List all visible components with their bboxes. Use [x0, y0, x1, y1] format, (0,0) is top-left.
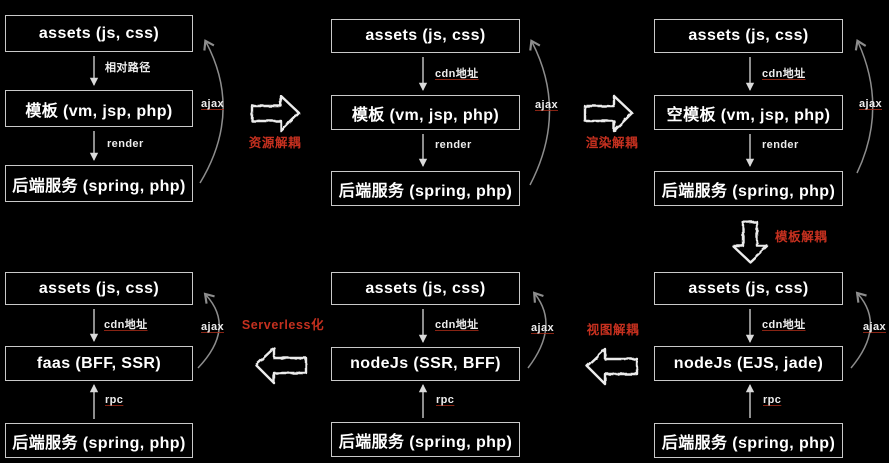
bottom-middle-link2-label: rpc: [436, 394, 455, 406]
ajax-curves: [197, 38, 874, 369]
top-middle-link2-label: render: [435, 139, 472, 151]
ajax-curve-bottom-right-icon: [850, 291, 872, 369]
bottom-right-link2-label: rpc: [763, 394, 782, 406]
bottom-left-link2-label: rpc: [105, 394, 124, 406]
bottom-left-assets-box: assets (js, css): [5, 272, 193, 305]
top-left-backend-box: 后端服务 (spring, php): [5, 165, 193, 202]
top-right-link1-label: cdn地址: [762, 68, 806, 80]
bottom-middle-link1-label: cdn地址: [435, 319, 479, 331]
ajax-curve-top-left-icon: [199, 39, 224, 184]
transition-arrows: [250, 94, 769, 386]
transition-label-serverless: Serverless化: [241, 318, 325, 332]
top-right-link2-label: render: [762, 139, 799, 151]
transition-arrow-down-icon: [731, 220, 769, 264]
bottom-right-node-box: nodeJs (EJS, jade): [654, 346, 843, 381]
bottom-right-assets-box: assets (js, css): [654, 272, 843, 305]
bottom-middle-node-box: nodeJs (SSR, BFF): [331, 347, 520, 381]
transition-arrow-right-1-icon: [250, 94, 301, 133]
bottom-middle-assets-box: assets (js, css): [331, 272, 520, 305]
bottom-middle-ajax-label: ajax: [531, 322, 555, 334]
bottom-right-ajax-label: ajax: [863, 321, 887, 333]
top-left-assets-box: assets (js, css): [5, 15, 193, 52]
ajax-curve-bottom-left-icon: [197, 292, 220, 369]
top-left-link2-label: render: [107, 138, 144, 150]
top-middle-assets-box: assets (js, css): [331, 19, 520, 53]
top-middle-link1-label: cdn地址: [435, 68, 479, 80]
transition-arrow-left-2-icon: [254, 346, 308, 385]
bottom-middle-backend-box: 后端服务 (spring, php): [331, 422, 520, 457]
top-left-link1-label: 相对路径: [105, 62, 151, 74]
transition-arrow-left-1-icon: [585, 347, 639, 386]
transition-label-view-decoupling: 视图解耦: [586, 323, 640, 337]
ajax-curve-top-right-icon: [854, 38, 874, 174]
bottom-left-faas-box: faas (BFF, SSR): [5, 346, 193, 381]
transition-label-template-decoupling: 模板解耦: [775, 230, 828, 244]
bottom-left-link1-label: cdn地址: [104, 319, 148, 331]
top-right-assets-box: assets (js, css): [654, 19, 843, 53]
ajax-curve-bottom-middle-icon: [527, 291, 547, 369]
transition-label-resource-decoupling: 资源解耦: [248, 136, 302, 150]
bottom-left-backend-box: 后端服务 (spring, php): [5, 423, 193, 458]
top-middle-ajax-label: ajax: [535, 99, 559, 111]
bottom-right-link1-label: cdn地址: [762, 319, 806, 331]
top-right-backend-box: 后端服务 (spring, php): [654, 171, 843, 206]
straight-connectors: [89, 56, 755, 419]
ajax-curve-top-middle-icon: [529, 39, 551, 186]
bottom-right-backend-box: 后端服务 (spring, php): [654, 423, 843, 458]
transition-label-render-decoupling: 渲染解耦: [585, 136, 639, 150]
top-left-ajax-label: ajax: [201, 98, 225, 110]
top-middle-backend-box: 后端服务 (spring, php): [331, 171, 520, 206]
top-right-ajax-label: ajax: [859, 98, 883, 110]
transition-arrow-right-2-icon: [583, 94, 634, 133]
top-middle-template-box: 模板 (vm, jsp, php): [331, 95, 520, 130]
top-right-empty-template-box: 空模板 (vm, jsp, php): [654, 95, 843, 130]
top-left-template-box: 模板 (vm, jsp, php): [5, 90, 193, 127]
bottom-left-ajax-label: ajax: [201, 321, 225, 333]
